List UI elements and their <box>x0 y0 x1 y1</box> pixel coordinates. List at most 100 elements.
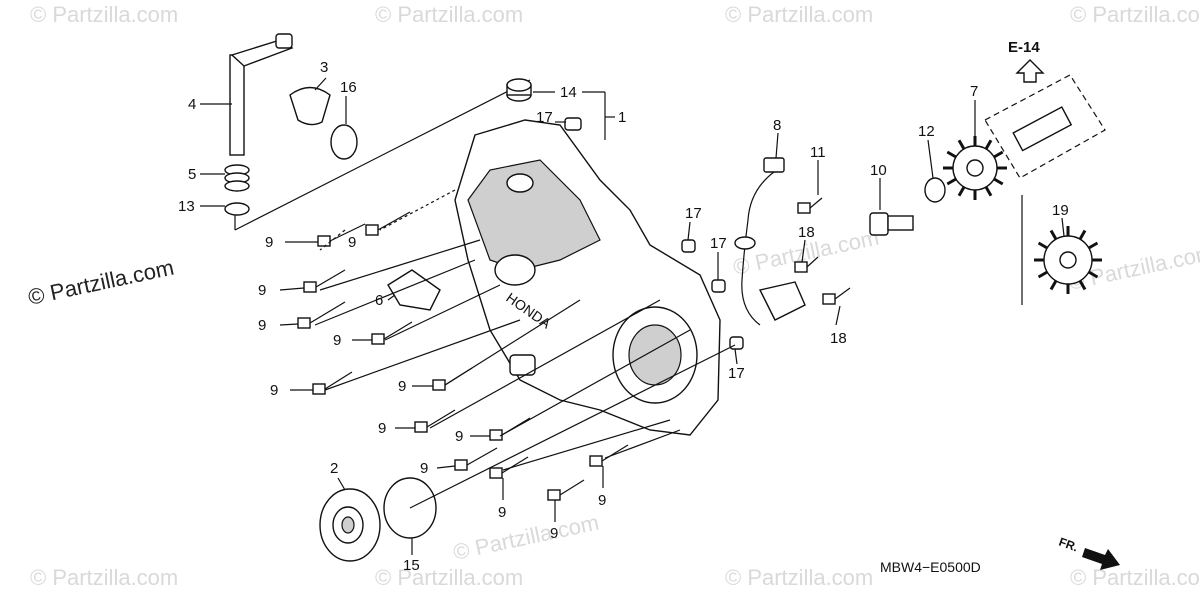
watermark-bottom-right: © Partzilla.com <box>1070 565 1200 590</box>
watermark-top-right: © Partzilla.com <box>1070 2 1200 27</box>
bolt-9 <box>489 417 531 441</box>
callout-3: 3 <box>320 59 328 76</box>
callout-14: 14 <box>560 84 577 101</box>
gear-tooth <box>1088 241 1099 250</box>
gear-tooth <box>984 139 993 150</box>
bolt-12 <box>589 444 629 467</box>
dowel-pin-top-part <box>564 117 582 131</box>
callout-9-b: 9 <box>348 234 356 251</box>
small-bolt-18b <box>822 287 851 305</box>
flange-bolts <box>297 211 629 501</box>
bolt-2 <box>365 211 411 236</box>
callout-11: 11 <box>810 144 826 161</box>
callout-17-c: 17 <box>710 235 727 252</box>
front-direction-indicator: FR. <box>1057 535 1120 570</box>
bolt-6 <box>312 371 353 395</box>
bolt-13 <box>547 479 585 501</box>
bolt-3 <box>303 269 346 293</box>
bolt-10 <box>454 447 498 471</box>
callout-7: 7 <box>970 83 978 100</box>
callout-10: 10 <box>870 162 887 179</box>
partzilla-watermark: © Partzilla.com <box>26 255 176 310</box>
watermark-top-mid-left: © Partzilla.com <box>375 2 523 27</box>
gear-tooth <box>957 186 966 197</box>
callout-9-k: 9 <box>498 504 506 521</box>
callout-9-e: 9 <box>333 332 341 349</box>
shaft-part <box>1012 106 1073 152</box>
callout-8: 8 <box>773 117 781 134</box>
callout-17-d: 17 <box>728 365 745 382</box>
dowel-pin-2-part <box>711 279 726 293</box>
rubber-plug-part <box>506 78 532 102</box>
sensor-harness-part <box>734 157 806 326</box>
callout-2: 2 <box>330 460 338 477</box>
callout-9-h: 9 <box>378 420 386 437</box>
gear-tooth <box>993 150 1004 159</box>
washer-12-part <box>924 177 946 203</box>
dowel-pin-1-part <box>681 239 696 253</box>
callout-9-l: 9 <box>598 492 606 509</box>
callout-9-f: 9 <box>270 382 278 399</box>
callout-19: 19 <box>1052 202 1069 219</box>
callout-15: 15 <box>403 557 420 574</box>
callout-9-m: 9 <box>550 525 558 542</box>
callout-18-a: 18 <box>798 224 815 241</box>
callout-17-b: 17 <box>685 205 702 222</box>
gear-tooth <box>1037 270 1048 279</box>
oil-filler-cap-part <box>289 86 331 126</box>
shift-shaft-part <box>229 33 294 156</box>
callout-numbers: 4 5 13 3 16 14 1 17 6 9 9 9 9 9 9 9 9 9 … <box>178 59 1069 574</box>
callout-9-a: 9 <box>265 234 273 251</box>
leader-lines <box>200 77 1065 555</box>
upper-left-group-box <box>234 79 531 231</box>
callout-9-j: 9 <box>420 460 428 477</box>
callout-9-g: 9 <box>398 378 406 395</box>
gear-tooth <box>1049 229 1058 240</box>
bolt-8 <box>414 409 456 433</box>
watermark-top-left: © Partzilla.com <box>30 2 178 27</box>
watermark-top-mid-right: © Partzilla.com <box>725 2 873 27</box>
section-reference: E-14 <box>1008 39 1040 56</box>
large-bolt-part <box>869 212 914 236</box>
front-direction-label: FR. <box>1057 535 1080 555</box>
callout-1: 1 <box>618 109 626 126</box>
callout-6: 6 <box>375 292 383 309</box>
bolt-1 <box>317 223 366 247</box>
reference-arrow-icon <box>1015 59 1045 83</box>
diagram-code: MBW4−E0500D <box>880 559 981 575</box>
callout-9-d: 9 <box>258 317 266 334</box>
callout-18-b: 18 <box>830 330 847 347</box>
watermark-bottom-mid-right: © Partzilla.com <box>725 565 873 590</box>
gear-tooth <box>946 150 957 159</box>
callout-12: 12 <box>918 123 935 140</box>
gear-tooth <box>1078 280 1087 291</box>
gear-tooth <box>1088 270 1099 279</box>
callout-9-c: 9 <box>258 282 266 299</box>
callout-17-top: 17 <box>536 109 553 126</box>
callout-9-i: 9 <box>455 428 463 445</box>
gear-7-part <box>943 136 1007 200</box>
bolt-11 <box>489 456 529 479</box>
callout-4: 4 <box>188 96 196 113</box>
small-bolt-11 <box>797 197 823 214</box>
watermark-bottom-mid-left: © Partzilla.com <box>375 565 523 590</box>
cover-cap-part <box>319 488 381 562</box>
gear-tooth <box>1078 229 1087 240</box>
small-bolt-18a <box>794 256 819 273</box>
gear-tooth <box>946 177 957 186</box>
watermark-bottom-left: © Partzilla.com <box>30 565 178 590</box>
washer-part <box>224 202 250 216</box>
gear-19-part <box>1034 226 1102 294</box>
watermark-bottom-center: © Partzilla.com <box>451 510 601 565</box>
callout-16: 16 <box>340 79 357 96</box>
gear-tooth <box>1049 280 1058 291</box>
gear-tooth <box>984 186 993 197</box>
bolt-5 <box>371 321 413 345</box>
callout-13: 13 <box>178 198 195 215</box>
gear-tooth <box>1037 241 1048 250</box>
gear-tooth <box>957 139 966 150</box>
spring-part <box>224 164 250 192</box>
bracket-plate-part <box>387 269 441 311</box>
